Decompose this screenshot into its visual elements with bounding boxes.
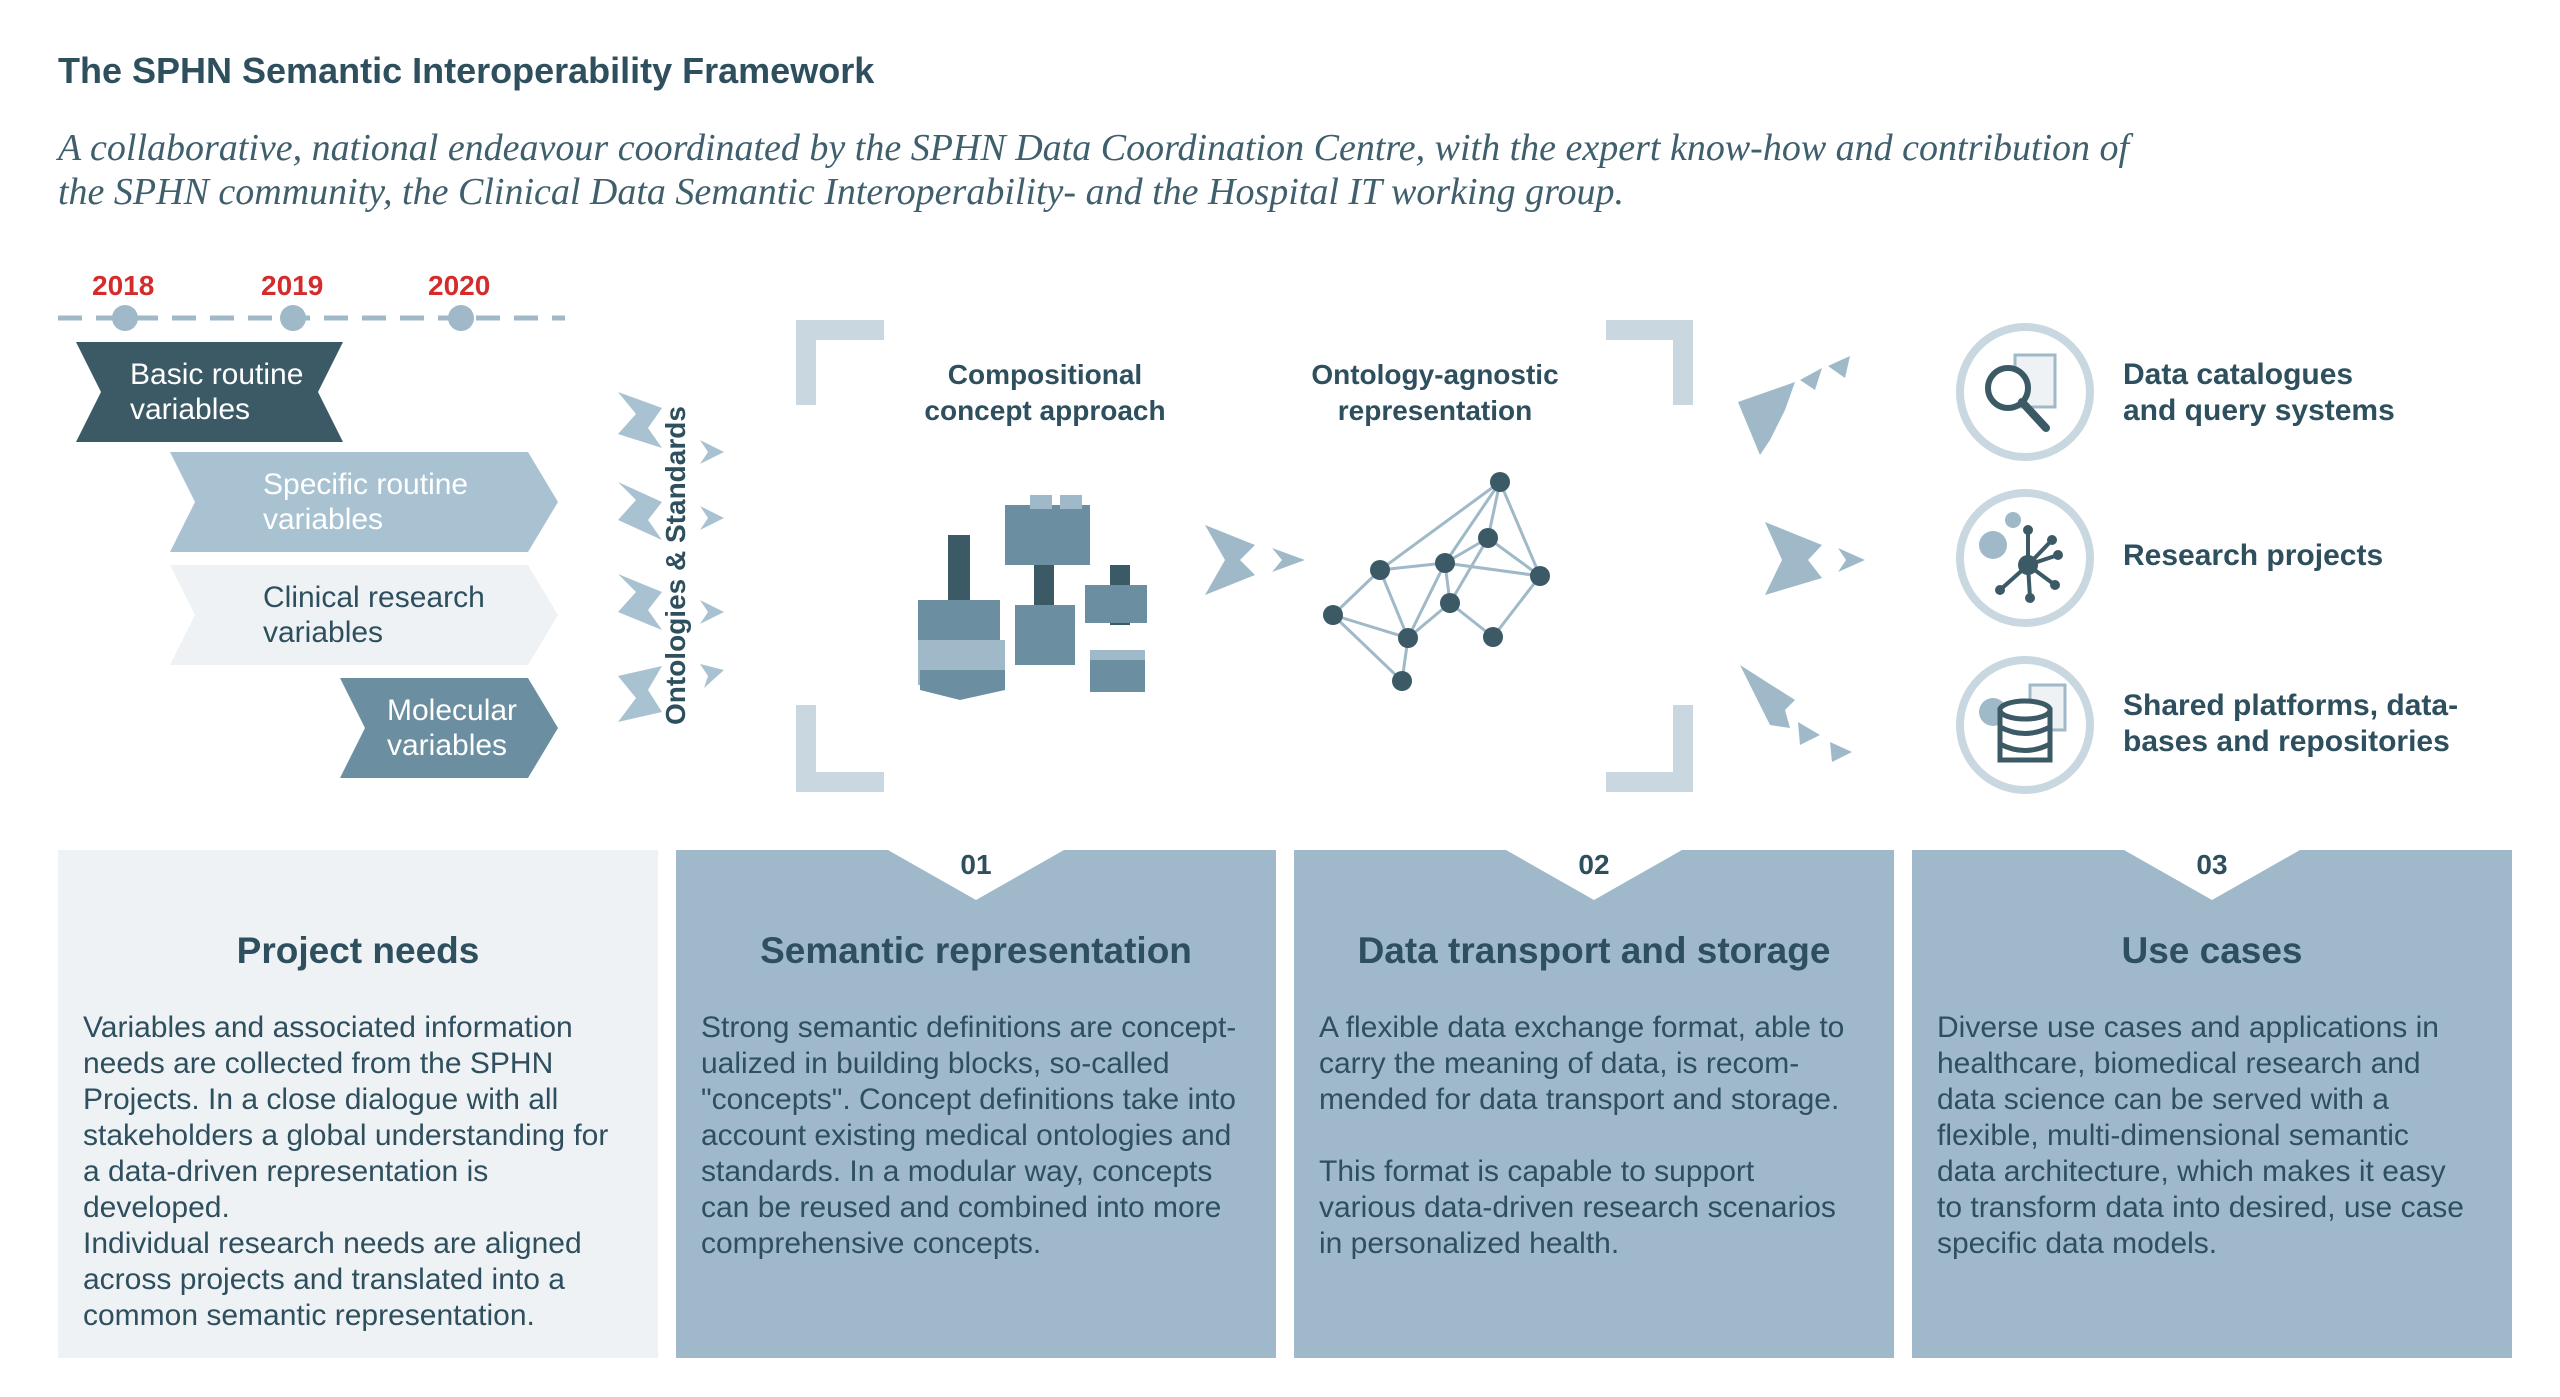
usecase-line: and query systems <box>2123 394 2395 427</box>
usecase-data-catalogues: Data catalogues and query systems <box>2123 357 2395 429</box>
panel-body: Variables and associated information nee… <box>83 1011 609 1332</box>
panel-use-cases: 03 Use cases Diverse use cases and appli… <box>1912 849 2512 1358</box>
year-2020: 2020 <box>428 270 491 301</box>
ontologies-standards-label: Ontologies & Standards <box>660 406 691 725</box>
variable-basic-routine: Basic routine variables <box>130 357 303 427</box>
usecase-line: bases and repositories <box>2123 725 2450 758</box>
variable-line: Clinical research <box>263 581 485 614</box>
panel-number: 01 <box>960 849 992 880</box>
ontology-arrows <box>618 392 724 722</box>
variable-specific-routine: Specific routine variables <box>263 467 468 537</box>
variable-line: variables <box>263 616 384 649</box>
panel-semantic-representation: 01 Semantic representation Strong semant… <box>676 849 1276 1358</box>
icon-circles <box>1956 323 2094 794</box>
panel-project-needs-bg <box>58 850 658 1358</box>
panel-title: Project needs <box>236 930 480 971</box>
variable-line: variables <box>387 729 508 762</box>
magnifier-document-icon <box>1985 353 2057 432</box>
variable-line: Molecular <box>387 694 518 727</box>
banner-basic-routine <box>76 342 343 442</box>
panel-data-transport: 02 Data transport and storage A flexible… <box>1294 849 1894 1358</box>
panel-number: 03 <box>2196 849 2228 880</box>
center-arrows <box>1205 525 1305 595</box>
panel-body: A flexible data exchange format, able to… <box>1319 1011 1845 1260</box>
variable-line: variables <box>263 503 384 536</box>
banner-clinical-research <box>170 565 558 665</box>
variable-line: Basic routine <box>130 358 304 391</box>
usecase-line: Research projects <box>2123 539 2384 572</box>
usecase-research-projects: Research projects <box>2123 538 2383 574</box>
panel-title: Semantic representation <box>760 930 1192 971</box>
timeline-dot-2019 <box>280 305 306 331</box>
year-2018: 2018 <box>92 270 155 301</box>
panel-body: Strong semantic definitions are concept-… <box>701 1011 1237 1260</box>
caption-line: Compositional <box>947 359 1143 390</box>
variable-line: variables <box>130 393 251 426</box>
variable-clinical-research: Clinical research variables <box>263 580 485 650</box>
panel-usecases-bg <box>1912 850 2512 1358</box>
gear-network-icon <box>1979 512 2063 603</box>
variable-line: Specific routine <box>263 468 469 501</box>
panel-semantic-bg <box>676 850 1276 1358</box>
network-nodes <box>1323 472 1550 691</box>
panel-transport-bg <box>1294 850 1894 1358</box>
variable-molecular: Molecular variables <box>387 693 517 763</box>
panel-title: Use cases <box>2121 930 2303 971</box>
agnostic-caption: Ontology-agnostic representation <box>1285 357 1585 429</box>
page-title: The SPHN Semantic Interoperability Frame… <box>58 50 875 91</box>
building-blocks-illustration <box>918 495 1147 700</box>
database-gear-icon <box>1979 683 2067 763</box>
page-subtitle: A collaborative, national endeavour coor… <box>58 127 2130 213</box>
caption-line: concept approach <box>924 395 1166 426</box>
network-graph-illustration <box>1331 480 1542 683</box>
usecase-line: Shared platforms, data- <box>2123 689 2459 722</box>
timeline-dot-2020 <box>448 305 474 331</box>
banner-molecular <box>340 678 558 778</box>
year-2019: 2019 <box>261 270 324 301</box>
usecase-line: Data catalogues <box>2123 358 2354 391</box>
banner-specific-routine <box>170 452 558 552</box>
panel-project-needs: Project needs Variables and associated i… <box>58 850 658 1358</box>
use-case-arrows <box>1738 356 1865 762</box>
caption-line: representation <box>1337 395 1533 426</box>
caption-line: Ontology-agnostic <box>1311 359 1559 390</box>
panel-number: 02 <box>1578 849 1610 880</box>
panel-body: Diverse use cases and applications in he… <box>1937 1011 2464 1260</box>
compositional-caption: Compositional concept approach <box>880 357 1210 429</box>
timeline-dot-2018 <box>112 305 138 331</box>
panel-title: Data transport and storage <box>1357 930 1831 971</box>
center-brackets <box>796 320 1693 792</box>
usecase-shared-platforms: Shared platforms, data- bases and reposi… <box>2123 688 2458 760</box>
